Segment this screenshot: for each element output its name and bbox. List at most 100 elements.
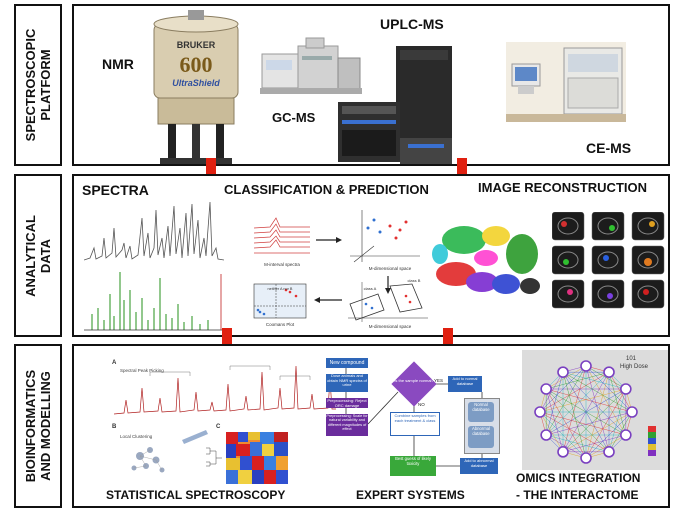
statistical-spectroscopy-figure: A Spectral Peak Picking B Local Clusteri…	[112, 360, 336, 473]
flow-step-combine: Combine samples from each treatment & cl…	[390, 412, 440, 436]
network-node	[557, 366, 569, 378]
section-label-line1: ANALYTICAL	[23, 214, 38, 297]
image-tiles-grid	[552, 212, 665, 309]
nmr-magnet-image: BRUKER 600 UltraShield	[153, 10, 239, 164]
network-edge	[562, 365, 587, 452]
network-node	[540, 383, 552, 395]
network-edge	[546, 411, 633, 436]
flow-step-dose-animals: Dose animals and obtain NMR spectra of u…	[326, 374, 368, 392]
omics-label-line2: - THE INTERACTOME	[516, 488, 639, 502]
magnet-brand-text: BRUKER	[177, 40, 216, 50]
cems-instrument-image	[506, 42, 626, 122]
cems-label: CE-MS	[586, 140, 632, 156]
uplcms-instrument-image	[338, 46, 452, 164]
network-node	[557, 446, 569, 458]
coomans-plot-label: Coomans Plot	[266, 322, 295, 327]
m-dim-space-label: M-dimensional space	[369, 266, 412, 271]
network-edge	[562, 388, 626, 452]
uplcms-label: UPLC-MS	[380, 16, 444, 32]
flow-normal-database: Normal database	[468, 402, 494, 422]
network-node	[603, 366, 615, 378]
interactome-network	[534, 360, 656, 464]
peak-picking-label: Spectral Peak Picking	[120, 368, 164, 373]
network-edge	[546, 388, 610, 452]
dose-label: High Dose	[620, 364, 649, 370]
omics-label-line1: OMICS INTEGRATION	[516, 471, 641, 485]
network-edge	[562, 371, 633, 413]
network-edge	[546, 372, 610, 436]
section-label-line2: DATA	[38, 238, 53, 273]
gcms-instrument-image	[260, 37, 362, 94]
local-clustering-label: Local Clustering	[120, 434, 153, 439]
network-edge	[562, 372, 610, 452]
flow-step-add-abnormal: Add to abnormal database	[460, 458, 498, 474]
network-edge	[585, 372, 610, 459]
network-edge	[539, 372, 564, 413]
network-edge	[562, 372, 626, 436]
section-label-line2: AND MODELLING	[38, 371, 53, 481]
m-interval-label: M-interval spectra	[264, 262, 300, 267]
network-edge	[562, 372, 587, 459]
network-edge	[545, 388, 587, 459]
class-a-label: class A	[364, 286, 377, 291]
flow-decision-text: Is the sample normal?	[394, 378, 434, 383]
network-edge	[539, 388, 626, 413]
network-edge	[562, 371, 626, 390]
section-label-spectroscopic-platform: SPECTROSCOPIC PLATFORM	[14, 4, 62, 166]
flow-step-add-normal: Add to normal database	[448, 376, 482, 392]
flow-step-new-compound: New compound	[326, 358, 368, 368]
network-edge	[539, 411, 626, 436]
network-node	[620, 383, 632, 395]
section-label-analytical-data: ANALYTICAL DATA	[14, 174, 62, 337]
flow-step-preprocess-scale: Preprocessing: Scale for natural variabi…	[326, 414, 368, 436]
network-node	[626, 406, 638, 418]
statistical-spectroscopy-label: STATISTICAL SPECTROSCOPY	[106, 488, 286, 502]
flow-step-best-guess: Best guess of likely toxicity	[390, 456, 436, 476]
section-label-line2: PLATFORM	[38, 49, 53, 121]
flow-abnormal-database: Abnormal database	[468, 426, 494, 448]
class-b-label: class B	[408, 278, 421, 283]
correlation-heatmap	[226, 432, 288, 484]
network-edge	[545, 372, 564, 436]
neither-label: neither A nor B	[268, 287, 293, 291]
spectra-label: SPECTRA	[82, 182, 149, 198]
m-dim-space-label-2: M-dimensional space	[369, 324, 412, 329]
magnet-number-text: 600	[180, 52, 213, 77]
cluster-scatter-image	[432, 226, 540, 294]
flow-step-preprocess-reject: Preprocessing: Reject ORC damage	[326, 398, 368, 408]
network-edge	[546, 434, 587, 459]
panel-b-letter: B	[112, 424, 117, 430]
spectroscopic-platform-panel: BRUKER 600 UltraShield NMR GC-MS UPLC-MS	[72, 4, 670, 166]
network-node	[580, 452, 592, 464]
network-node	[540, 429, 552, 441]
network-edge	[585, 365, 610, 452]
network-edge	[546, 388, 633, 413]
image-reconstruction-label: IMAGE RECONSTRUCTION	[478, 180, 647, 195]
panel-c-letter: C	[216, 424, 221, 430]
panel-a-letter: A	[112, 360, 117, 366]
network-node	[603, 446, 615, 458]
dose-number: 101	[626, 356, 637, 362]
network-node	[620, 429, 632, 441]
section-label-line1: BIOINFORMATICS	[23, 369, 38, 483]
network-edge	[539, 411, 564, 452]
classification-diagram: M-interval spectra M-dimensional space n…	[253, 210, 428, 329]
omics-integration-label: OMICS INTEGRATION - THE INTERACTOME	[516, 470, 640, 504]
nmr-label: NMR	[102, 56, 134, 72]
expert-systems-label: EXPERT SYSTEMS	[356, 488, 465, 502]
nmr-spectrum-plot	[84, 201, 224, 261]
gcms-label: GC-MS	[272, 110, 316, 125]
network-edge	[539, 411, 610, 453]
flow-yes-label: YES	[434, 378, 444, 383]
section-label-line1: SPECTROSCOPIC	[23, 28, 38, 142]
network-edge	[545, 388, 564, 452]
analytical-data-panel: SPECTRA CLASSIFICATION & PREDICTION IMAG…	[72, 174, 670, 337]
flow-no-label: NO	[418, 402, 425, 407]
bioinformatics-panel: A Spectral Peak Picking B Local Clusteri…	[72, 344, 670, 508]
expert-systems-flowchart: New compound Dose animals and obtain NMR…	[324, 358, 500, 486]
network-node	[580, 360, 592, 372]
magnet-model-text: UltraShield	[172, 78, 220, 88]
network-node	[534, 406, 546, 418]
ms-spectrum-plot	[84, 272, 224, 331]
classification-label: CLASSIFICATION & PREDICTION	[224, 182, 429, 197]
